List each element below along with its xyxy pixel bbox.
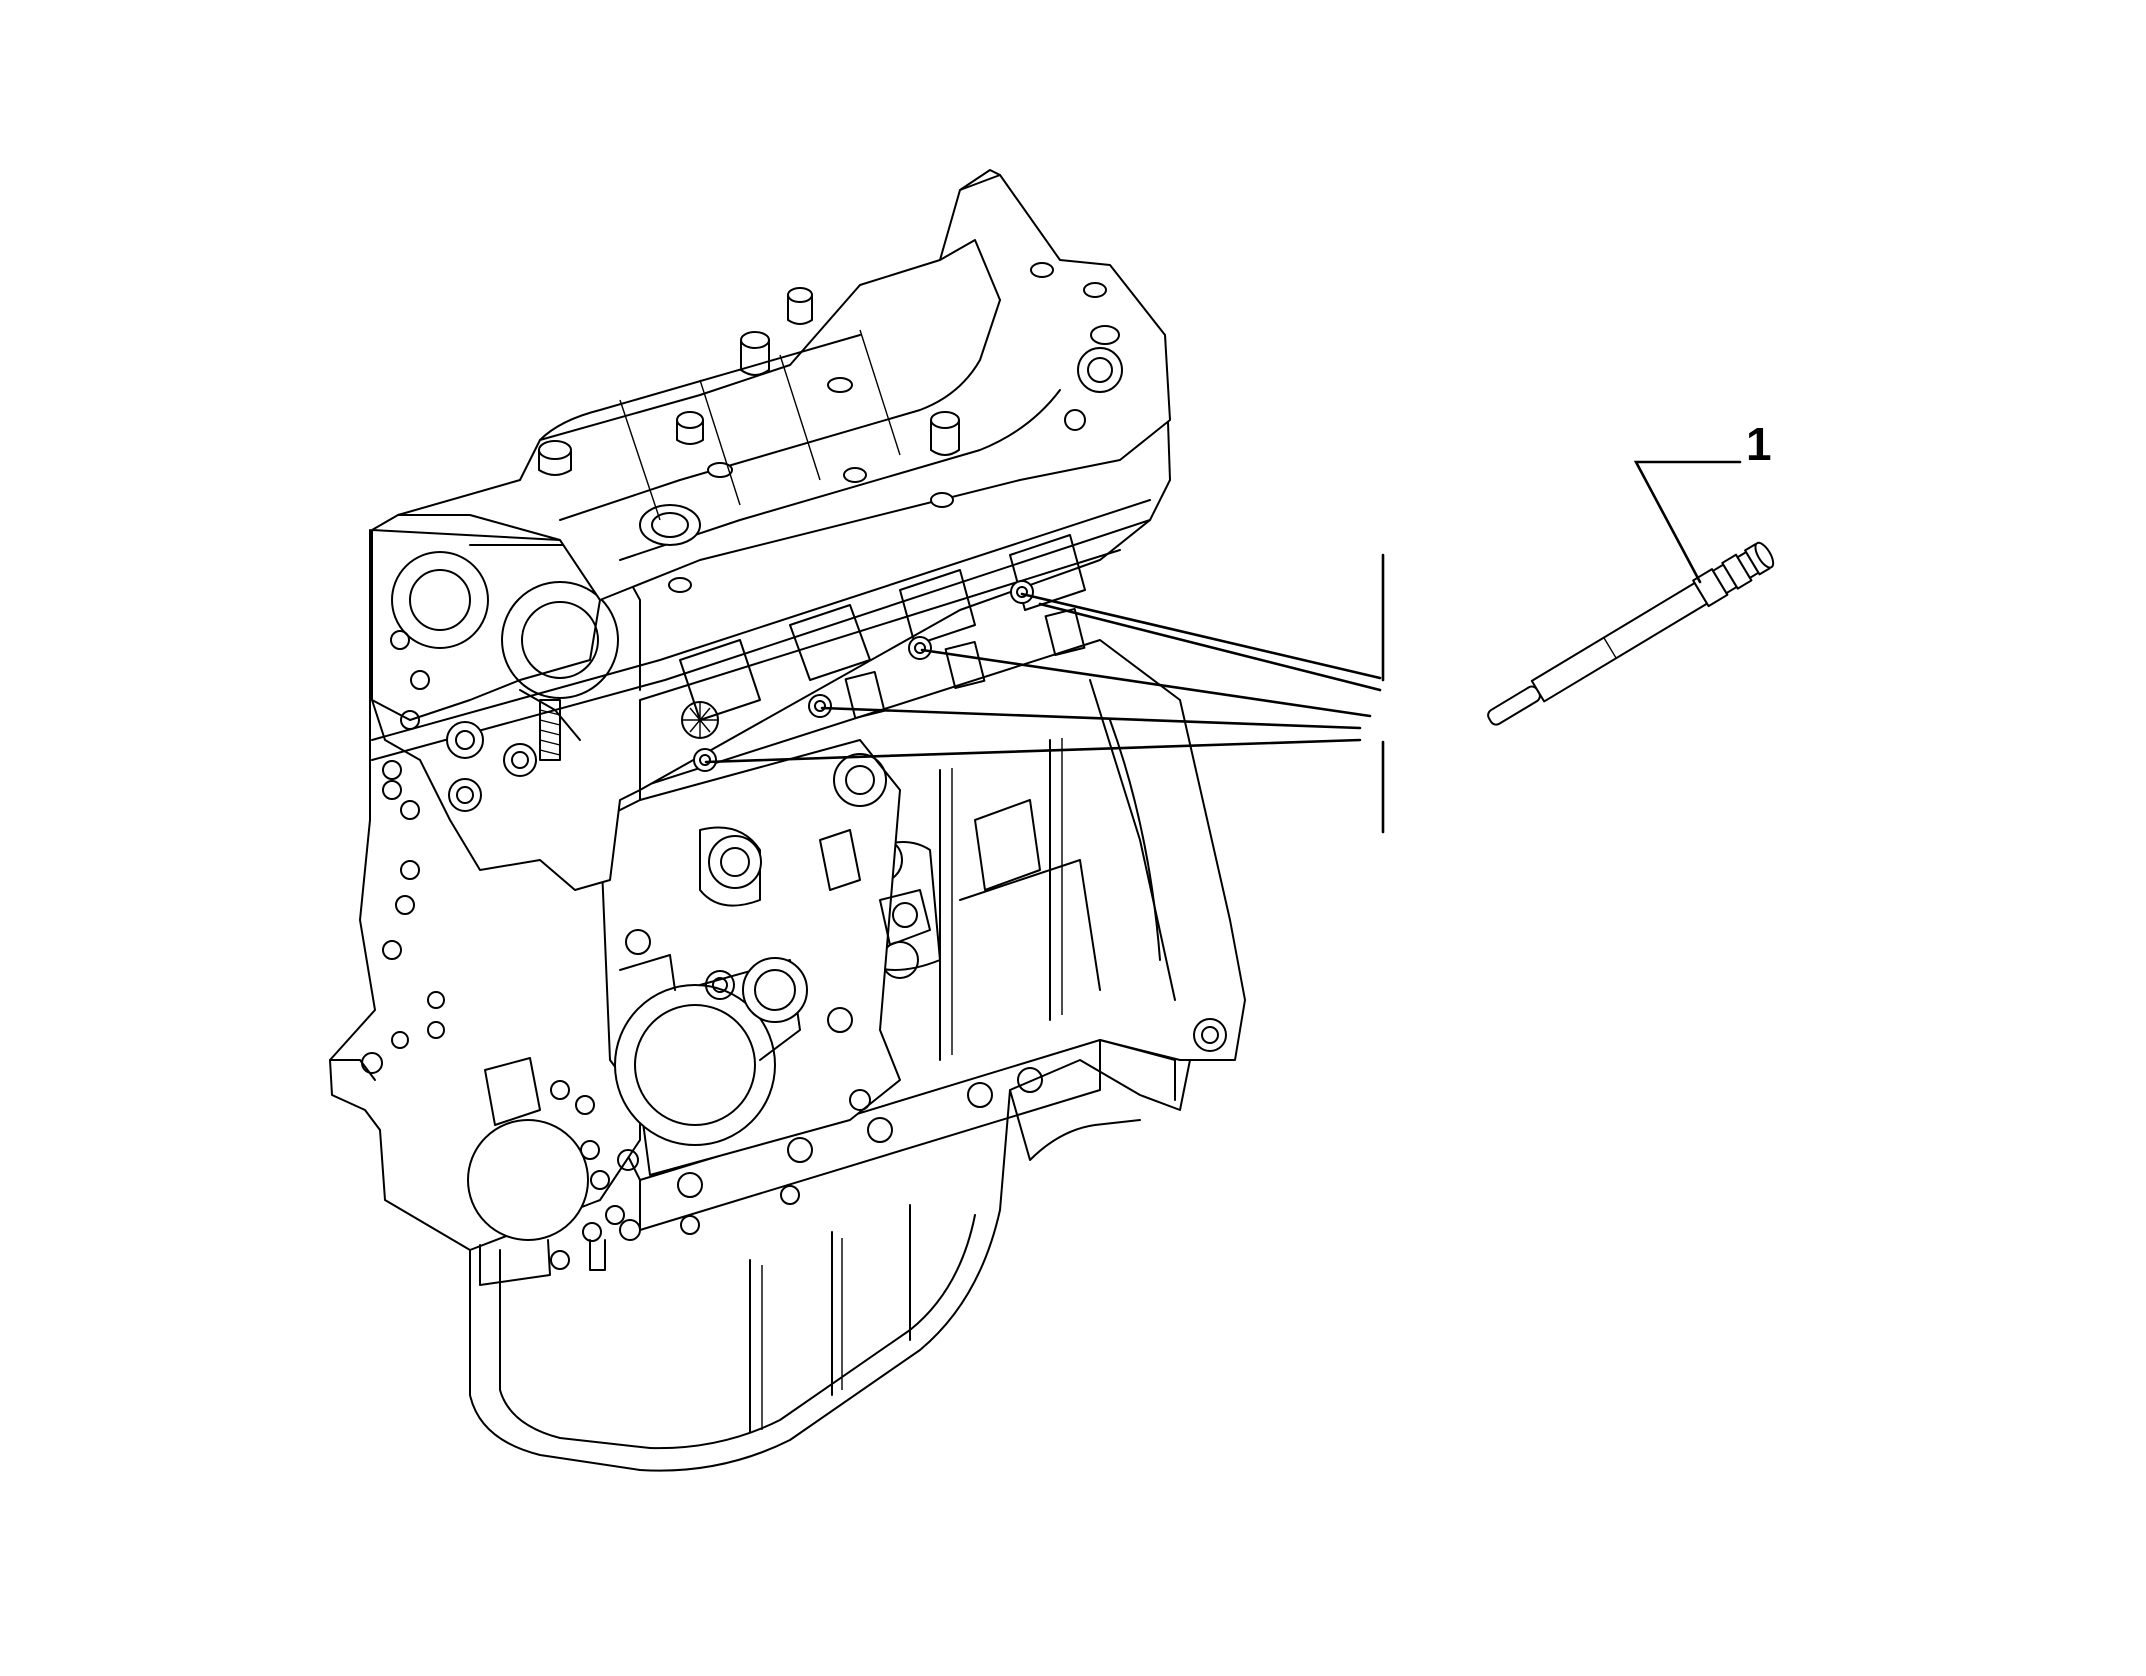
cam-cover-bolts — [538, 262, 1120, 593]
engine-block-illustration — [329, 169, 1246, 1472]
glow-plug — [1487, 541, 1775, 726]
leader-line-2 — [920, 648, 1372, 718]
leader-line-1 — [1020, 592, 1382, 680]
leader-lines — [704, 553, 1385, 834]
callout-1: 1 — [1633, 418, 1772, 584]
glow-plug-terminal — [1754, 541, 1775, 569]
leader-line-1b — [1038, 602, 1382, 692]
leader-line-4 — [704, 738, 1362, 764]
crankcase-front — [599, 739, 931, 1241]
cam-cover — [397, 169, 1171, 601]
glow-plug-tip — [1487, 685, 1541, 726]
callout-1-label: 1 — [1746, 418, 1772, 470]
callout-1-leader — [1633, 460, 1742, 584]
glow-plug-body — [1530, 582, 1709, 703]
oil-pan — [469, 989, 1191, 1472]
leader-line-3 — [820, 706, 1362, 730]
